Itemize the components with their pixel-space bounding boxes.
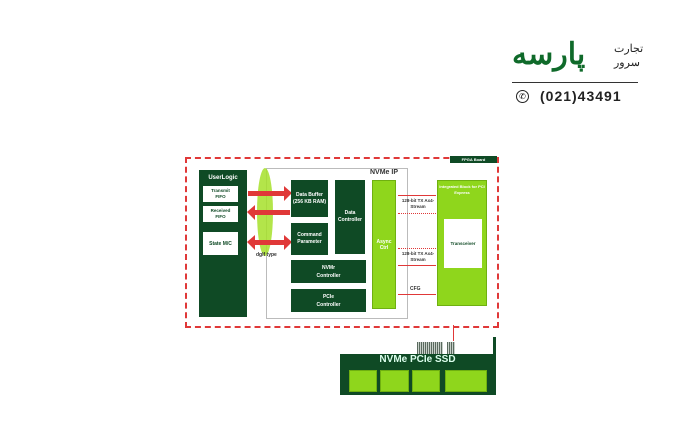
pcie-link [453,325,454,341]
ssd-connector-pins-2 [447,342,455,354]
phone-icon: ✆ [516,90,529,103]
tx-top-dotted [398,213,436,214]
ssd-chip [412,370,440,392]
receive-arrowhead [247,205,255,220]
control-arrowhead-right [284,235,292,250]
phone-number: (021)43491 [540,88,622,104]
logo: پارسه تجارت سرور ✆ (021)43491 [512,38,644,108]
ssd-chip [445,370,487,392]
nvme-ip-title: NVMe IP [370,169,399,176]
ssd-chip [380,370,409,392]
cfg-label: CFG [410,286,421,292]
received-fifo: Received FIFO [203,206,238,222]
logo-tagline: تجارت [614,43,644,55]
pcie-block-title: Integrated Block for PCI Express [439,184,485,195]
receive-arrow [255,210,290,215]
logo-brand: پارسه [512,38,586,71]
state-machine: State M/C [203,232,238,255]
userlogic-title: UserLogic [208,175,238,181]
data-buffer: Data Buffer (256 KB RAM) [291,180,328,217]
tx-top-line [398,195,436,196]
interface-label: dgIf type [256,252,277,258]
async-ctrl: Async Ctrl [372,180,396,309]
logo-divider [512,82,638,83]
transceiver: Transceiver [444,219,482,268]
control-arrow [255,240,285,245]
tx-top-label: 128-bit TX Ax4-Stream [401,198,435,209]
command-parameter: Command Parameter [291,223,328,255]
logo-tagline-2: سرور [614,57,640,69]
tx-bottom-label: 128-bit TX Ax4-Stream [401,251,435,262]
ssd-connector-pins [417,342,443,354]
transmit-arrowhead [284,186,292,201]
ssd-label: NVMe PCIe SSD [379,354,456,365]
data-controller: Data Controller [335,180,365,254]
fpga-board-label: FPGA Board [450,156,497,163]
nvmr-controller: NVMr Controller [291,260,366,283]
tx-bottom-line [398,265,436,266]
cfg-line [398,294,436,295]
ssd-chip [349,370,377,392]
transmit-fifo: Transmit FIFO [203,186,238,202]
transmit-arrow [248,191,284,196]
fpga-board [185,157,499,328]
tx-bottom-dotted [398,248,436,249]
pcie-controller: PCIe Controller [291,289,366,312]
control-arrowhead-left [247,235,255,250]
